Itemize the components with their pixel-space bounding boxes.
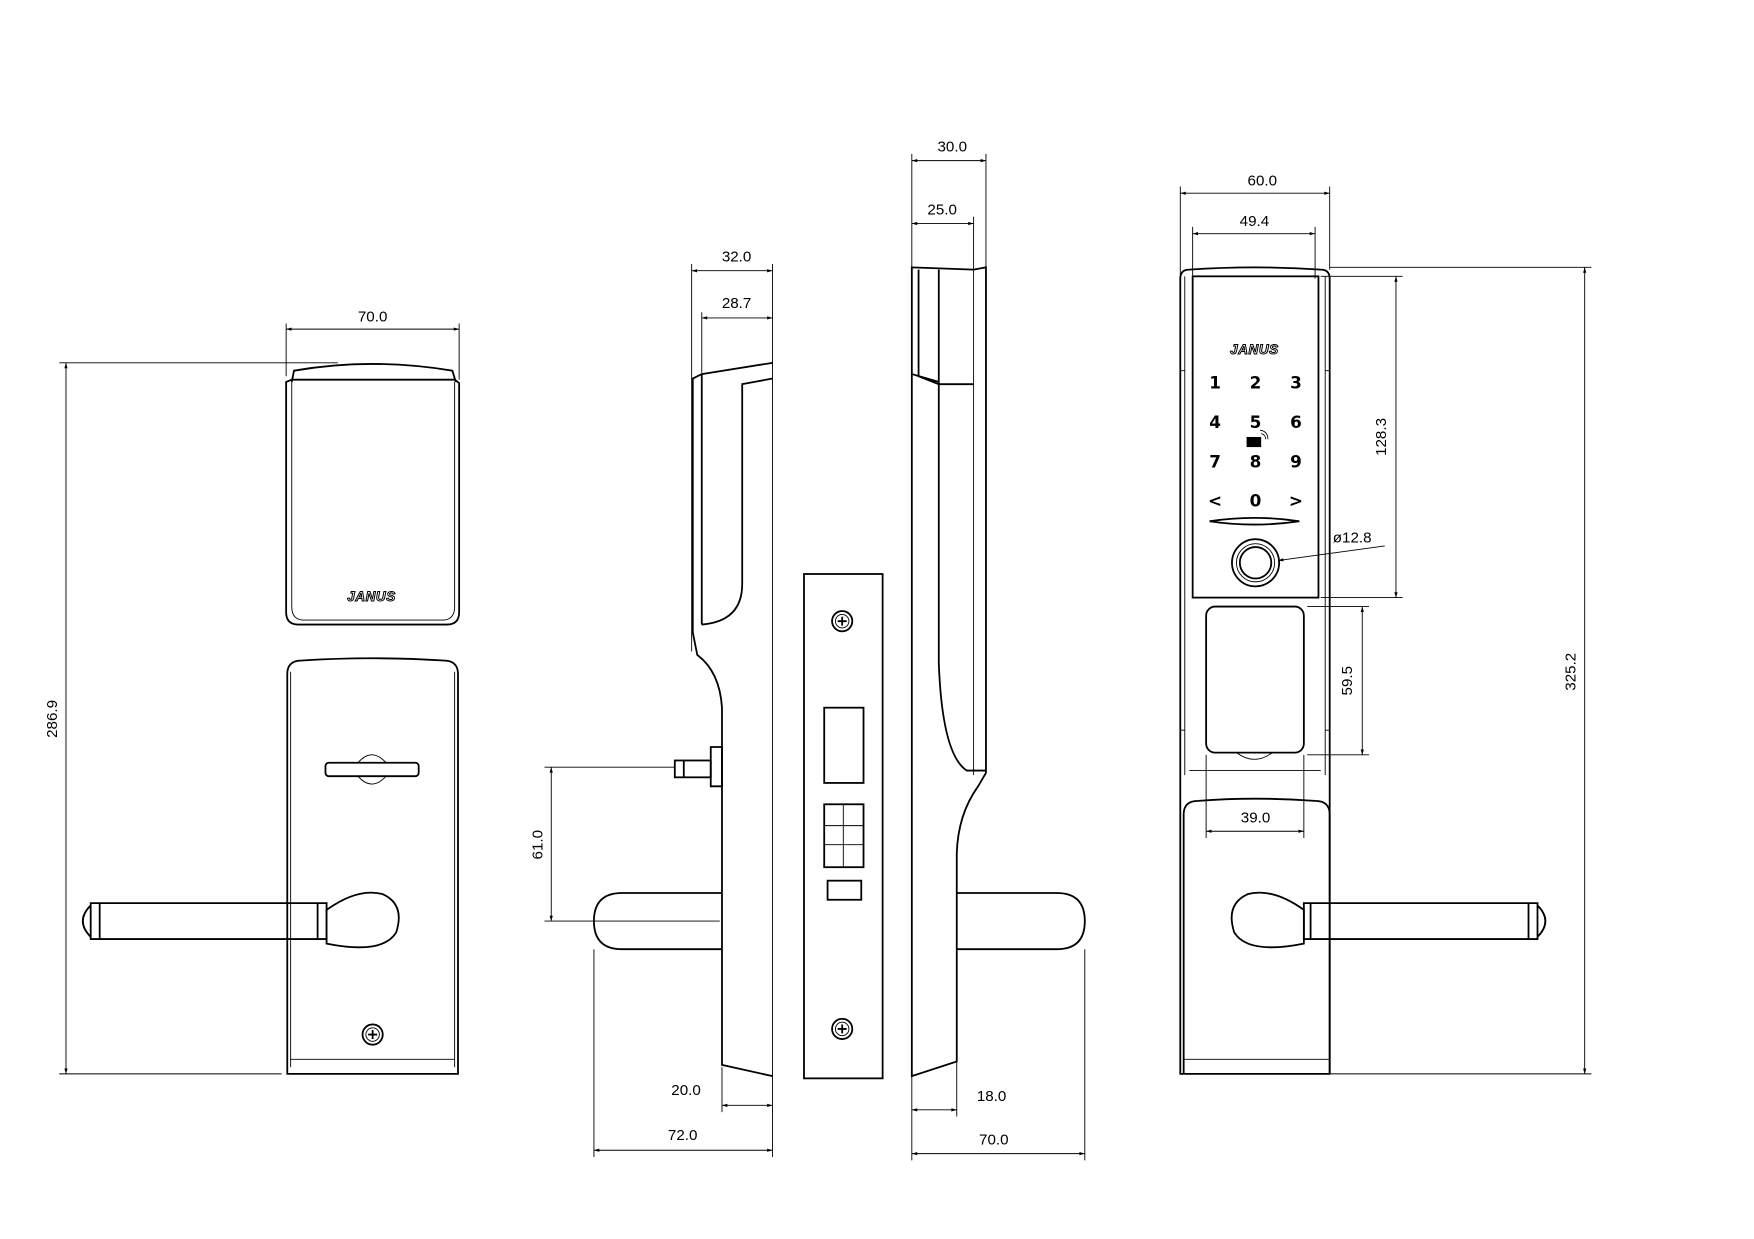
dim-plate-depth: 18.0 <box>977 1088 1007 1105</box>
fingerprint-sensor[interactable] <box>1231 538 1281 588</box>
dim-lever-projection: 72.0 <box>668 1127 698 1144</box>
dim-total-height: 325.2 <box>1563 653 1580 691</box>
dim-lever-projection: 70.0 <box>979 1132 1009 1149</box>
latch-bolt <box>823 706 865 784</box>
key-9[interactable]: 9 <box>1290 451 1302 471</box>
dim-plate-depth: 20.0 <box>671 1082 701 1099</box>
front-inside-view: JANUS 70.0 286.9 <box>44 308 461 1075</box>
dim-height: 286.9 <box>44 700 61 738</box>
key-0[interactable]: 0 <box>1250 491 1262 511</box>
front-outside-view: JANUS 1 2 3 4 5 6 7 8 9 < 0 > <box>1179 172 1592 1075</box>
key-1[interactable]: 1 <box>1209 373 1221 393</box>
keypad: 1 2 3 4 5 6 7 8 9 < 0 > <box>1208 373 1303 511</box>
key-6[interactable]: 6 <box>1290 412 1302 432</box>
side-inside-view: 32.0 28.7 61.0 20.0 72.0 <box>529 249 773 1157</box>
dim-spindle-height: 61.0 <box>529 830 546 860</box>
key-8[interactable]: 8 <box>1250 451 1262 471</box>
outside-handle[interactable] <box>1205 605 1305 754</box>
screw-icon <box>361 1023 384 1046</box>
lever-handle[interactable] <box>89 902 328 940</box>
top-cap-rim <box>290 363 457 383</box>
key-3[interactable]: 3 <box>1290 373 1302 393</box>
thumb-turn[interactable] <box>324 761 420 778</box>
key-5[interactable]: 5 <box>1250 412 1262 432</box>
side-outside-view: 30.0 25.0 18.0 70.0 <box>910 139 1086 1161</box>
logo: JANUS <box>1230 342 1278 357</box>
lever-handle[interactable] <box>1302 902 1539 940</box>
dim-panel-height: 128.3 <box>1373 418 1390 456</box>
spindle <box>673 759 712 779</box>
key-back[interactable]: < <box>1208 491 1222 511</box>
dim-handle-width: 39.0 <box>1241 809 1271 826</box>
card-reader-icon <box>1246 429 1269 448</box>
mortise-faceplate <box>803 573 884 1080</box>
lever-side <box>956 892 1086 951</box>
key-forward[interactable]: > <box>1289 491 1303 511</box>
keypad-panel <box>1191 275 1320 599</box>
inside-plate <box>286 657 459 1075</box>
dim-width: 70.0 <box>358 308 388 325</box>
top-cap-body <box>285 378 461 626</box>
trigger-bolt <box>826 879 863 901</box>
outside-body <box>1179 266 1331 1075</box>
deadbolt <box>823 803 865 869</box>
light-bar <box>1209 516 1300 526</box>
side-profile <box>910 266 987 1078</box>
key-7[interactable]: 7 <box>1209 451 1221 471</box>
key-4[interactable]: 4 <box>1209 412 1221 432</box>
screw-icon <box>831 610 854 633</box>
side-profile <box>691 361 773 1077</box>
dim-depth: 32.0 <box>722 249 752 266</box>
key-2[interactable]: 2 <box>1250 373 1262 393</box>
dim-cap-depth: 25.0 <box>927 202 957 219</box>
dim-panel-width: 49.4 <box>1240 213 1270 230</box>
lever-rose <box>325 891 400 949</box>
dim-width: 60.0 <box>1248 172 1278 189</box>
dim-depth: 30.0 <box>938 139 968 156</box>
dim-fingerprint-diameter: ø12.8 <box>1333 530 1372 547</box>
lever-rose <box>1230 891 1305 949</box>
dim-cap-depth: 28.7 <box>722 295 752 312</box>
screw-icon <box>831 1017 854 1040</box>
logo: JANUS <box>347 589 395 604</box>
dim-handle-height: 59.5 <box>1339 666 1356 696</box>
